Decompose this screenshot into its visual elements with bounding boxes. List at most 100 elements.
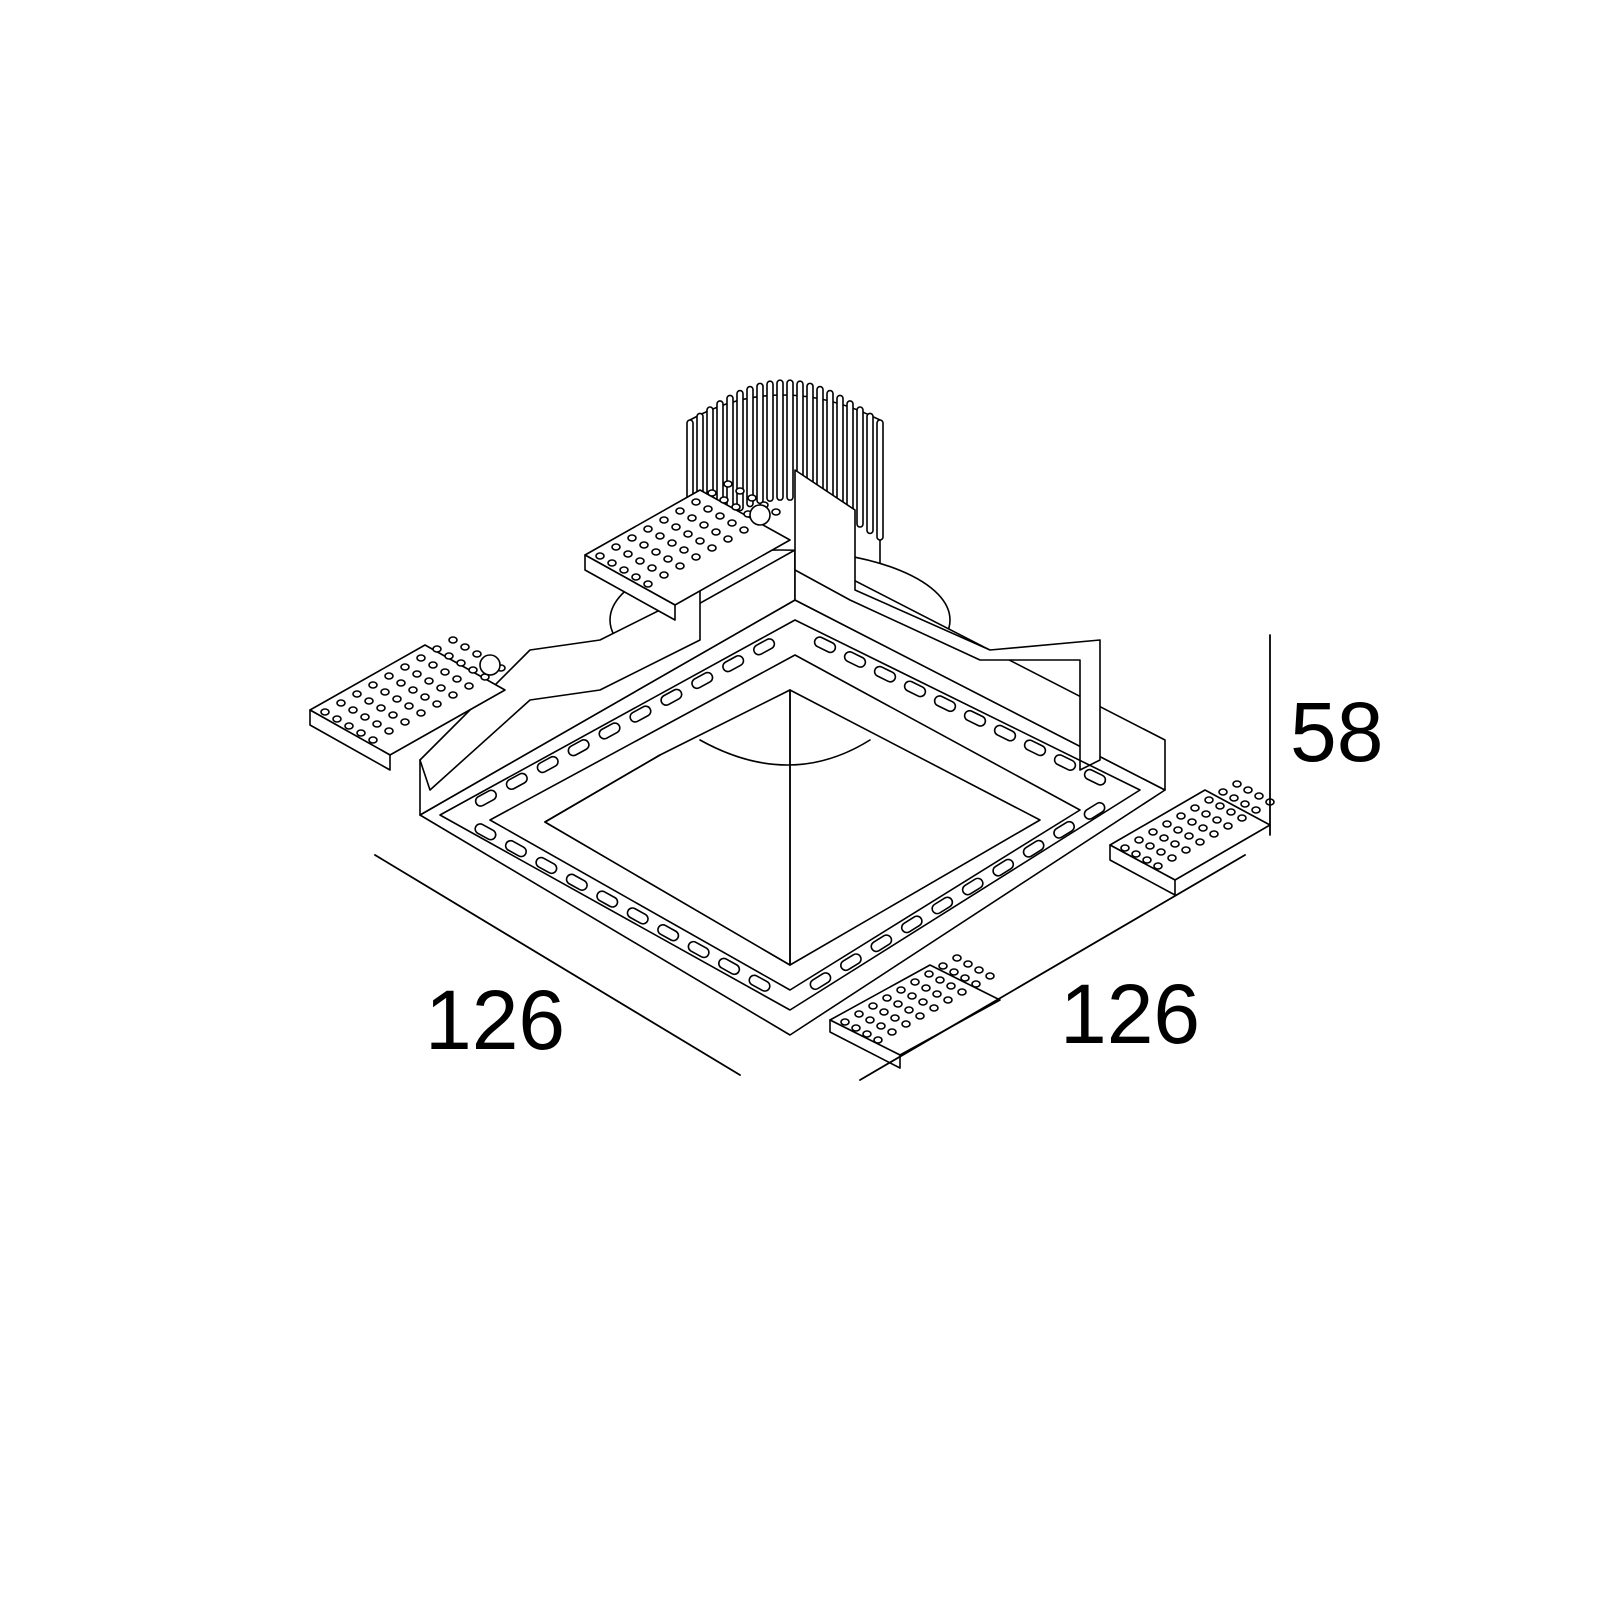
perforation-hole [425,678,433,684]
perforation-hole [648,565,656,571]
perforation-hole [1143,857,1151,863]
perforation-hole [337,700,345,706]
fin [787,380,793,500]
perforation-hole [433,701,441,707]
slot [1022,839,1046,859]
perforation-hole [1202,811,1210,817]
fin [867,413,873,533]
perforation-hole [922,985,930,991]
perforation-hole [716,513,724,519]
perforation-hole [728,520,736,526]
perforation-hole [620,567,628,573]
slot [900,914,924,934]
fin [877,420,883,540]
dimension-line-right [860,855,1245,1080]
perforation-hole [664,556,672,562]
perforation-hole [1171,841,1179,847]
heat-sink-fins [687,380,883,540]
slot [656,923,680,942]
perforation-hole [357,730,365,736]
perforation-hole [944,997,952,1003]
perforation-hole [972,981,980,987]
slot [991,858,1015,878]
perforation-hole [1149,829,1157,835]
perforation-hole [1213,817,1221,823]
slot [687,940,711,959]
slot [903,680,927,699]
perforation-hole [947,983,955,989]
perforation-hole [888,1029,896,1035]
perforation-hole [1255,793,1263,799]
slot [993,724,1017,743]
perforation-hole [732,504,740,510]
perforation-hole [1154,863,1162,869]
clip-top-left [585,481,790,620]
perforation-hole [608,560,616,566]
perforation-hole [385,673,393,679]
perforation-hole [393,696,401,702]
slot [808,971,832,991]
perforation-hole [333,716,341,722]
perforation-hole [1241,801,1249,807]
slot [717,957,741,976]
perforation-hole [1160,835,1168,841]
perforation-hole [1121,845,1129,851]
perforation-hole [644,526,652,532]
perforation-hole [916,1013,924,1019]
perforation-hole [1146,843,1154,849]
fin [747,387,753,507]
perforation-hole [1252,807,1260,813]
slot [597,721,621,740]
perforation-hole [897,987,905,993]
perforation-hole [644,581,652,587]
slot [565,873,589,892]
perforation-hole [975,967,983,973]
perforation-hole [445,653,453,659]
perforation-hole [628,535,636,541]
perforation-hole [877,1023,885,1029]
perforation-hole [405,703,413,709]
perforation-hole [936,977,944,983]
left-bracket [420,590,700,790]
perforation-hole [1199,825,1207,831]
perforation-hole [1182,847,1190,853]
perforation-hole [369,682,377,688]
perforation-hole [397,680,405,686]
perforation-hole [449,692,457,698]
slot [839,952,863,972]
perforation-hole [894,1001,902,1007]
fin [727,395,733,515]
perforation-hole [724,481,732,487]
perforation-hole [389,712,397,718]
perforation-hole [612,544,620,550]
perforation-hole [345,723,353,729]
slot [628,704,652,723]
perforation-hole [708,490,716,496]
perforation-hole [1191,805,1199,811]
perforation-hole [381,689,389,695]
perforation-hole [401,719,409,725]
perforation-hole [441,669,449,675]
slot [873,665,897,684]
slot [1052,820,1076,840]
perforation-hole [1163,821,1171,827]
slot [595,889,619,908]
perforation-hole [652,549,660,555]
perforation-hole [672,524,680,530]
perforation-hole [684,531,692,537]
perforation-hole [1219,789,1227,795]
reflector-edge [544,754,661,823]
slot [843,650,867,669]
frame-slots [473,635,1107,992]
slot [1083,768,1107,787]
frame-inner [440,620,1140,1010]
slot [474,789,498,808]
perforation-hole [413,671,421,677]
perforation-hole [1230,795,1238,801]
perforation-hole [429,662,437,668]
slot [1053,753,1077,772]
slot [567,738,591,757]
perforation-hole [964,961,972,967]
perforation-hole [680,547,688,553]
dimension-line-left [375,855,740,1075]
